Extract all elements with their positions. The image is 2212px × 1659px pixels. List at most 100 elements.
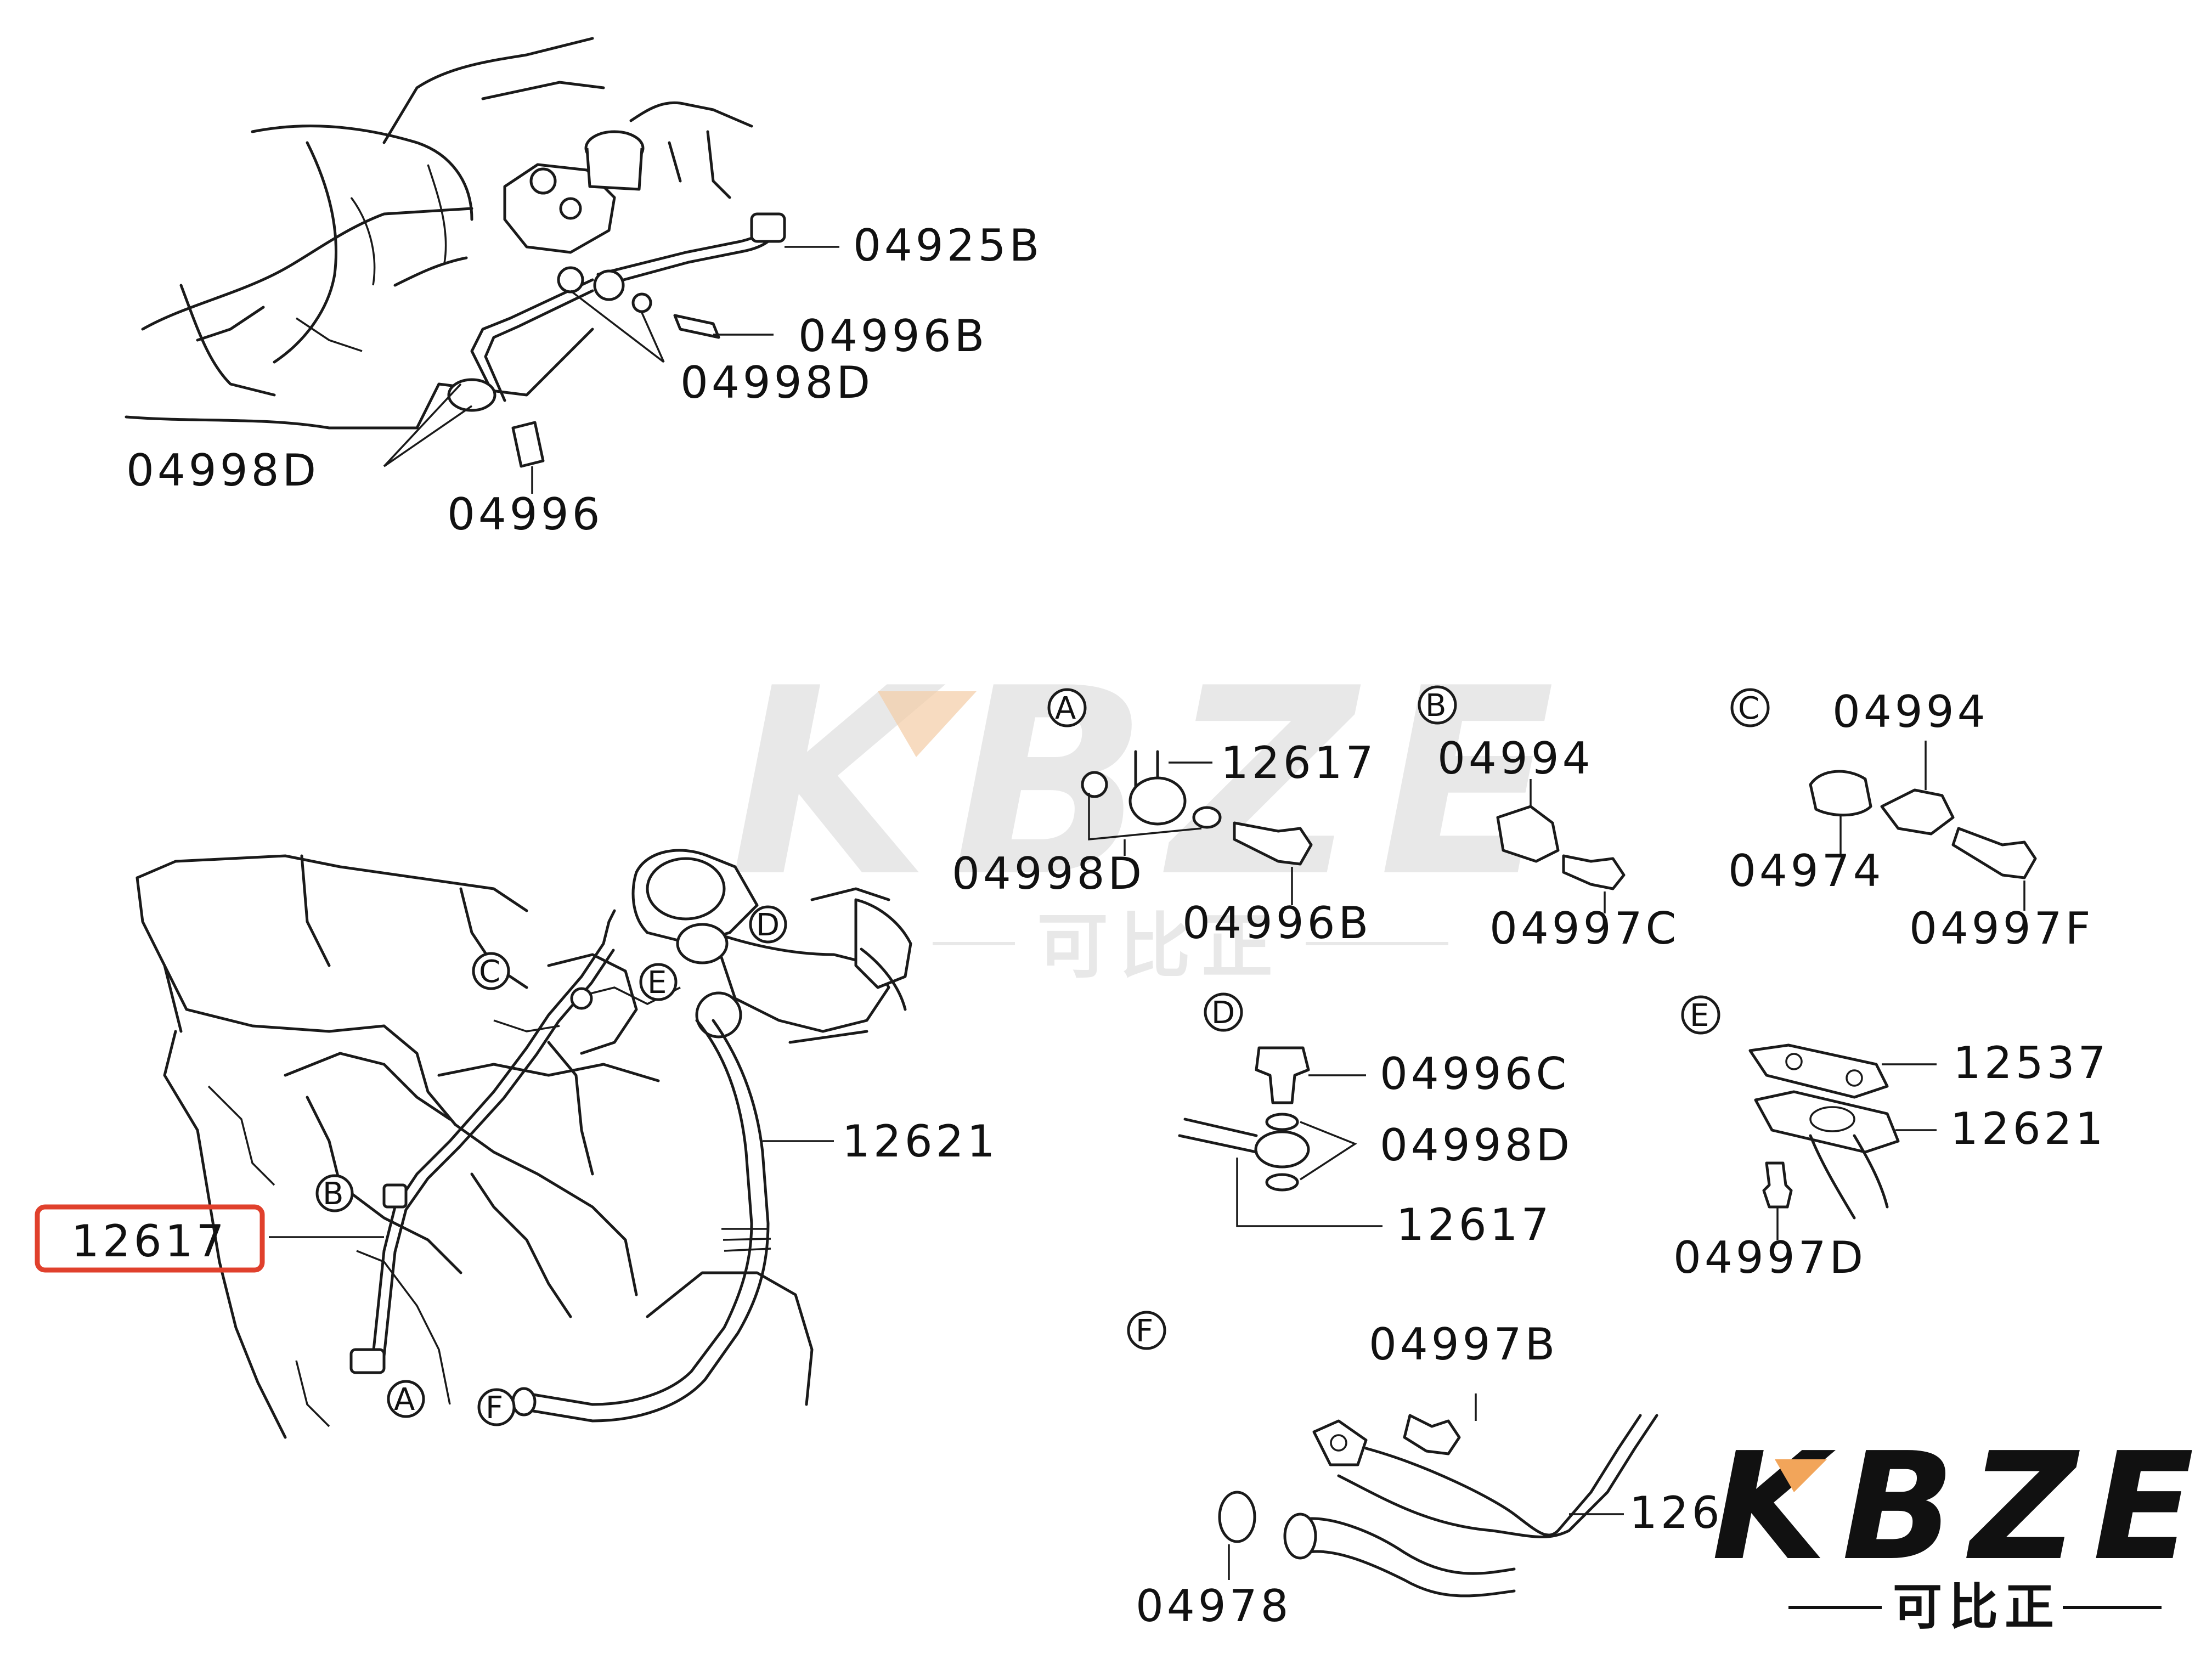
detail-D-pipe xyxy=(1178,1118,1258,1154)
upper-leaders xyxy=(383,246,839,494)
lower-oil-pipe-12621 xyxy=(511,1019,771,1423)
detail-E-gasket xyxy=(1748,1043,1889,1099)
detail-F-pipe-upper xyxy=(1364,1414,1642,1537)
label-C-04994: 04994 xyxy=(1832,686,1989,737)
label-B-04997C: 04997C xyxy=(1489,903,1679,954)
detail-E-pipe xyxy=(1809,1134,1889,1220)
detail-E-flange xyxy=(1754,1090,1900,1154)
label-C-04974: 04974 xyxy=(1728,845,1884,896)
callout-D-main xyxy=(749,905,787,944)
detail-D-callout xyxy=(1204,992,1243,1032)
lower-turbocharger xyxy=(547,849,912,1055)
upper-oil-pipe xyxy=(447,212,786,468)
detail-B-callout xyxy=(1418,685,1457,725)
callout-A-main-letter: A xyxy=(394,1382,415,1418)
detail-E-callout xyxy=(1681,995,1720,1035)
callout-F-main-letter: F xyxy=(486,1390,503,1426)
label-04996B-upper: 04996B xyxy=(798,311,988,362)
label-F-04997B: 04997B xyxy=(1369,1319,1558,1370)
upper-engine-block xyxy=(125,37,753,430)
label-12617-main-highlighted: 12617 xyxy=(71,1216,228,1267)
upper-valve-body xyxy=(503,130,645,254)
detail-D-banjo xyxy=(1254,1130,1310,1169)
upper-assembly-view: 04925B 04996B 04998D 04998D 04996 xyxy=(125,37,1042,540)
detail-A: A 12617 04998D 04996B xyxy=(952,688,1377,949)
detail-F-o-ring xyxy=(1218,1491,1256,1543)
brand-logo-accent xyxy=(1775,1459,1827,1492)
detail-A-washer-right xyxy=(1192,806,1222,829)
banjo-fitting-top-right xyxy=(750,212,786,243)
detail-E-stud xyxy=(1762,1161,1793,1209)
callout-E-main-letter: E xyxy=(647,965,667,1001)
detail-F-bracket xyxy=(1312,1419,1368,1466)
label-A-12617: 12617 xyxy=(1221,737,1377,788)
label-04998D-upper-right: 04998D xyxy=(680,357,873,408)
center-watermark: KBZE 可比正 xyxy=(730,633,1555,988)
detail-C: C 04994 04974 04997F xyxy=(1728,686,2094,954)
watermark-chinese: 可比正 xyxy=(1037,905,1284,988)
label-F-12621-partial: 126 xyxy=(1629,1487,1723,1538)
lower-oil-pipe-12617 xyxy=(349,909,616,1374)
detail-B-bolt xyxy=(1562,854,1626,890)
detail-C-letter: C xyxy=(1738,691,1759,726)
detail-A-callout xyxy=(1047,688,1087,727)
label-F-04978: 04978 xyxy=(1136,1581,1292,1632)
detail-A-banjo xyxy=(1128,776,1187,826)
detail-C-callout xyxy=(1730,688,1770,727)
detail-F: F 04997B 126 04978 xyxy=(1127,1311,1723,1632)
detail-A-washer-left xyxy=(1081,771,1108,798)
label-E-12621: 12621 xyxy=(1950,1103,2107,1154)
detail-D-washer-top xyxy=(1265,1113,1299,1131)
washer-upper-b xyxy=(631,292,652,313)
bolt-04996B-upper xyxy=(673,314,720,339)
label-D-04998D: 04998D xyxy=(1380,1120,1573,1171)
label-A-04998D: 04998D xyxy=(952,848,1145,899)
label-B-04994: 04994 xyxy=(1437,733,1594,784)
detail-A-letter: A xyxy=(1055,691,1076,726)
detail-B-letter: B xyxy=(1425,688,1446,724)
brand-logo-text: KBZE xyxy=(1712,1420,2209,1593)
callout-A-main xyxy=(387,1380,425,1418)
lower-assembly-view: C D E B A F 12621 12617 xyxy=(35,849,998,1439)
label-04998D-upper-left: 04998D xyxy=(126,445,319,496)
detail-D-letter: D xyxy=(1211,995,1235,1031)
label-04996-upper: 04996 xyxy=(447,489,603,540)
detail-C-clamp xyxy=(1880,788,1955,836)
detail-F-pipe-end xyxy=(1283,1513,1317,1560)
callout-E-main xyxy=(639,963,678,1001)
washer-upper-a xyxy=(557,266,584,294)
callout-C-main xyxy=(472,952,510,990)
detail-E-letter: E xyxy=(1690,998,1709,1034)
detail-E: E 12537 12621 04997D xyxy=(1673,995,2109,1283)
label-12621-main: 12621 xyxy=(842,1116,998,1167)
detail-F-pipe-lower xyxy=(1299,1517,1516,1575)
brand-logo: KBZE 可比正 xyxy=(1712,1420,2209,1636)
detail-C-sleeve xyxy=(1809,770,1872,817)
main-callouts: C D E B A F xyxy=(315,905,787,1426)
detail-F-bolt xyxy=(1403,1414,1461,1455)
label-E-12537: 12537 xyxy=(1953,1037,2109,1088)
detail-D: D 04996C 04998D 12617 xyxy=(1178,992,1573,1250)
label-C-04997F: 04997F xyxy=(1909,903,2094,954)
detail-F-callout xyxy=(1127,1311,1166,1350)
label-A-04996B: 04996B xyxy=(1182,898,1372,949)
watermark-accent xyxy=(878,691,977,757)
detail-A-bolt xyxy=(1233,821,1313,866)
detail-D-washer-bottom xyxy=(1265,1173,1299,1192)
callout-B-main xyxy=(315,1174,354,1212)
highlight-box-12617 xyxy=(35,1204,265,1273)
lower-engine-body xyxy=(136,854,814,1439)
label-D-04996C: 04996C xyxy=(1380,1048,1570,1099)
callout-B-main-letter: B xyxy=(323,1176,343,1212)
callout-C-main-letter: C xyxy=(479,954,500,990)
label-D-12617: 12617 xyxy=(1396,1199,1553,1250)
label-04925B: 04925B xyxy=(853,220,1042,271)
label-E-04997D: 04997D xyxy=(1673,1232,1866,1283)
brand-logo-chinese: 可比正 xyxy=(1893,1578,2061,1636)
detail-F-letter: F xyxy=(1136,1313,1153,1349)
detail-C-bolt xyxy=(1951,827,2037,879)
banjo-upper xyxy=(593,269,625,301)
banjo-lower-left xyxy=(447,378,496,412)
callout-D-main-letter: D xyxy=(756,907,780,943)
